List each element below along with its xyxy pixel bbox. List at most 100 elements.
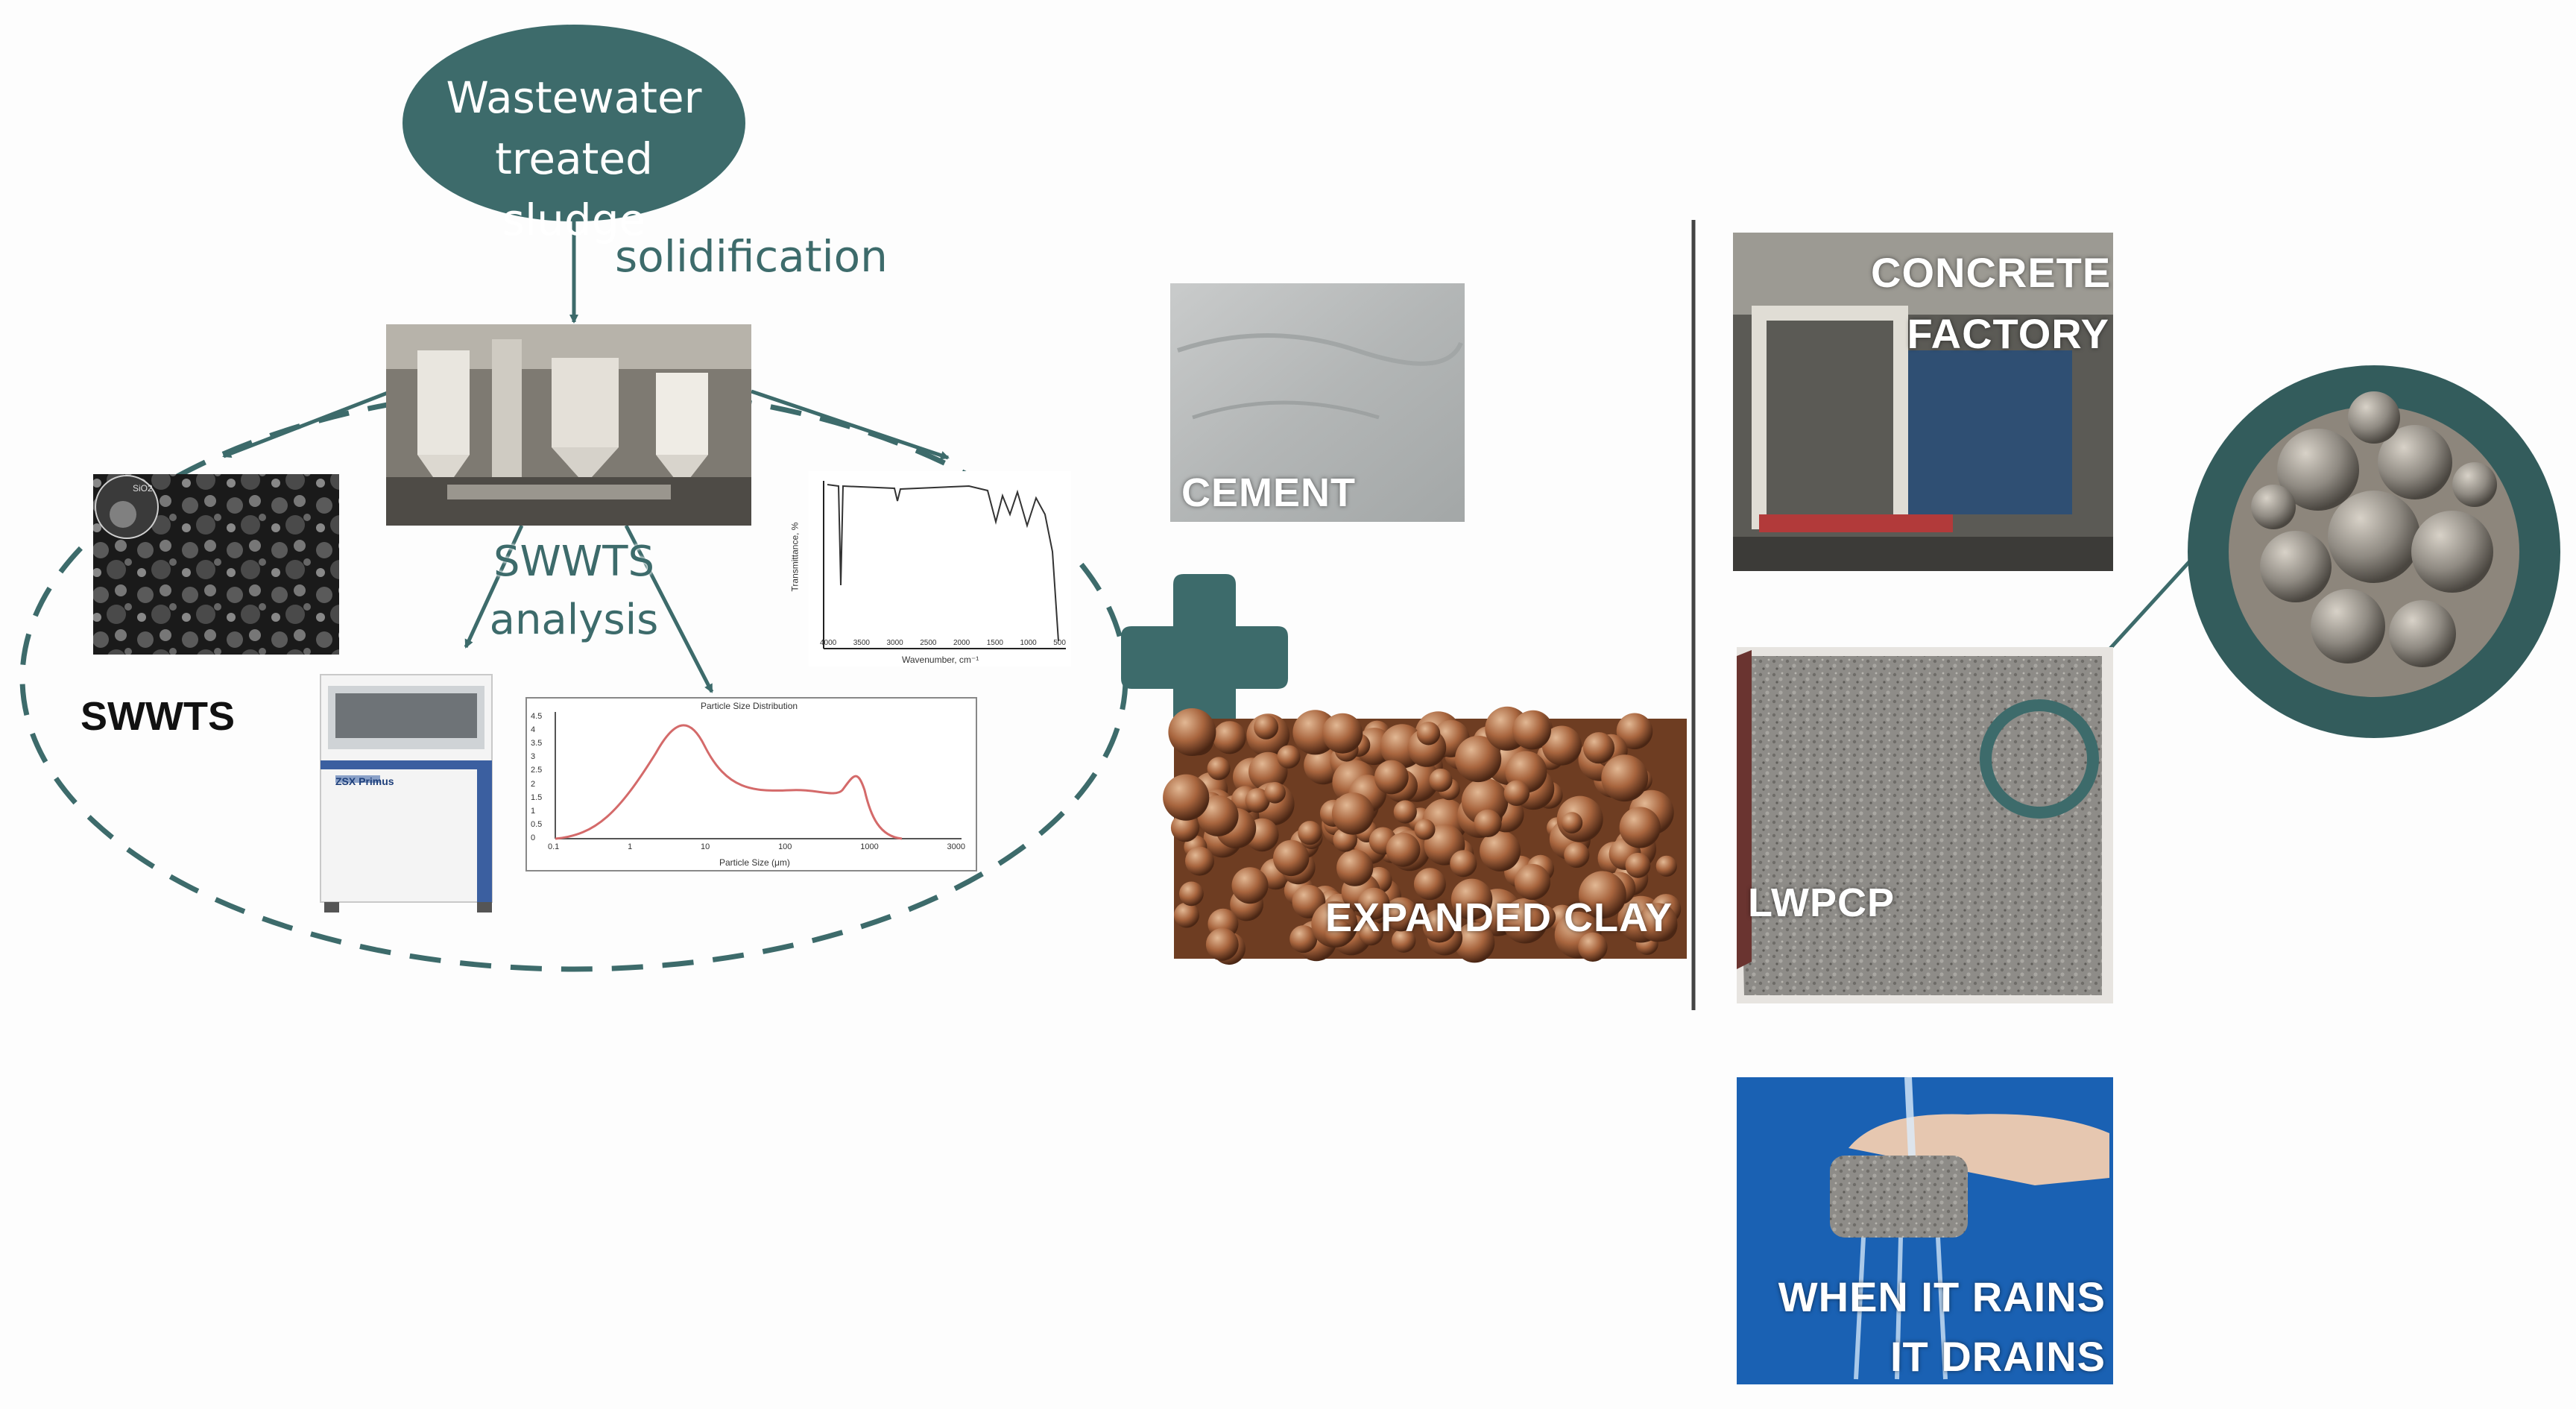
psd-xtick: 0.1	[548, 842, 560, 851]
cement-photo	[1170, 283, 1465, 522]
psd-ytick: 2.5	[531, 766, 543, 775]
zoom-magnifier	[2188, 365, 2560, 738]
solidification-label: solidification	[615, 231, 888, 282]
clay-pellet	[1357, 887, 1390, 920]
clay-pellet	[1386, 832, 1421, 867]
clay-pellet	[1289, 925, 1318, 953]
clay-pellet	[1254, 714, 1279, 740]
clay-pellet	[1248, 751, 1288, 792]
clay-pellet	[1325, 919, 1353, 948]
clay-pellet	[1185, 846, 1214, 876]
psd-xtick: 100	[778, 842, 792, 851]
clay-pellet	[1582, 732, 1615, 764]
psd-ytick: 4.5	[531, 712, 543, 721]
source-label: Wastewater treated sludge	[425, 67, 723, 250]
clay-pellet	[1413, 868, 1446, 901]
clay-pellet	[1168, 708, 1216, 756]
aggregate-pellet	[2328, 491, 2420, 583]
aggregate-pellet	[2348, 391, 2400, 444]
ftir-xtick: 2000	[953, 639, 970, 647]
clay-pellet	[1503, 780, 1530, 807]
clay-pellet	[1625, 852, 1651, 878]
clay-pellet	[1541, 725, 1582, 766]
clay-pellet	[1179, 881, 1204, 907]
lwpcp-zoom-ring	[1980, 699, 2099, 819]
clay-pellet	[1383, 897, 1418, 932]
ftir-xtick: 1000	[1020, 639, 1037, 647]
clay-pellet	[1392, 928, 1416, 953]
ftir-chart	[809, 471, 1071, 666]
rain-drain-label: WHEN IT RAINS IT DRAINS	[1767, 1267, 2106, 1387]
psd-xtick: 1000	[860, 842, 879, 851]
clay-pellet	[1213, 721, 1246, 754]
source-label-line1: Wastewater	[446, 72, 702, 123]
expanded-clay-label: EXPANDED CLAY	[1325, 895, 1673, 940]
aggregate-pellet	[2378, 425, 2452, 499]
psd-ytick: 2	[531, 779, 536, 789]
clay-pellet	[1422, 909, 1456, 943]
psd-xlabel: Particle Size (μm)	[719, 857, 790, 868]
clay-pellet	[1502, 898, 1548, 944]
cement-label: CEMENT	[1181, 470, 1356, 515]
clay-pellet	[1514, 863, 1550, 901]
psd-xtick: 3000	[947, 842, 965, 851]
clay-pellet	[1619, 807, 1661, 848]
clay-pellet	[1264, 782, 1286, 804]
concrete-factory-line1: CONCRETE	[1871, 249, 2112, 296]
clay-pellet	[1277, 745, 1301, 769]
ftir-xtick: 1500	[986, 639, 1003, 647]
psd-ytick: 3	[531, 752, 536, 762]
arrow-to-xrf	[464, 524, 524, 649]
psd-ytick: 4	[531, 725, 536, 735]
aggregate-pellet	[2311, 589, 2385, 663]
swwts-analysis-line2: analysis	[489, 596, 659, 644]
clay-pellet	[1174, 902, 1199, 928]
lwpcp-block-photo	[1737, 647, 2113, 1003]
arrow-to-psd	[624, 524, 714, 693]
clay-pellet	[1393, 800, 1417, 824]
clay-pellet	[1579, 871, 1626, 919]
concrete-factory-line2: FACTORY	[1907, 310, 2109, 357]
clay-pellet	[1163, 774, 1210, 821]
concrete-factory-photo	[1733, 233, 2113, 571]
clay-pellet	[1322, 713, 1363, 754]
ftir-xlabel: Wavenumber, cm⁻¹	[902, 655, 979, 665]
aggregate-pellet	[2411, 511, 2493, 593]
psd-ytick: 0.5	[531, 819, 543, 829]
concrete-factory-label: CONCRETE FACTORY	[1871, 242, 2112, 365]
clay-pellet	[1416, 722, 1441, 746]
psd-chart	[525, 697, 977, 871]
clay-pellet	[1205, 927, 1239, 961]
clay-pellet	[1454, 922, 1495, 963]
sem-inset-label: SiO2	[133, 483, 153, 494]
clay-pellet	[1170, 813, 1200, 842]
clay-pellet	[1480, 830, 1521, 871]
ftir-xtick: 4000	[820, 639, 837, 647]
treatment-plant-photo	[386, 324, 751, 526]
rain-drain-photo	[1737, 1077, 2113, 1384]
clay-pellet	[1474, 809, 1502, 837]
clay-pellet	[1298, 821, 1322, 845]
clay-pellet	[1512, 710, 1551, 750]
arrow-to-ftir	[751, 389, 950, 460]
psd-ytick: 1.5	[531, 792, 543, 802]
aggregate-pellet	[2389, 600, 2456, 667]
clay-pellet	[1450, 878, 1493, 921]
clay-pellet	[1245, 788, 1270, 813]
sem-image	[93, 474, 339, 655]
clay-pellet	[1578, 932, 1608, 962]
clay-pellet	[1561, 812, 1583, 833]
clay-pellet	[1655, 855, 1677, 877]
psd-ytick: 1	[531, 806, 536, 816]
clay-pellet	[1429, 769, 1453, 792]
swwts-analysis-label: SWWTS analysis	[477, 533, 671, 649]
ftir-xtick: 500	[1053, 639, 1066, 647]
clay-pellet	[1273, 839, 1310, 877]
ftir-xtick: 3500	[853, 639, 870, 647]
aggregate-pellet	[2251, 485, 2296, 529]
source-label-line2: treated sludge	[495, 133, 653, 245]
